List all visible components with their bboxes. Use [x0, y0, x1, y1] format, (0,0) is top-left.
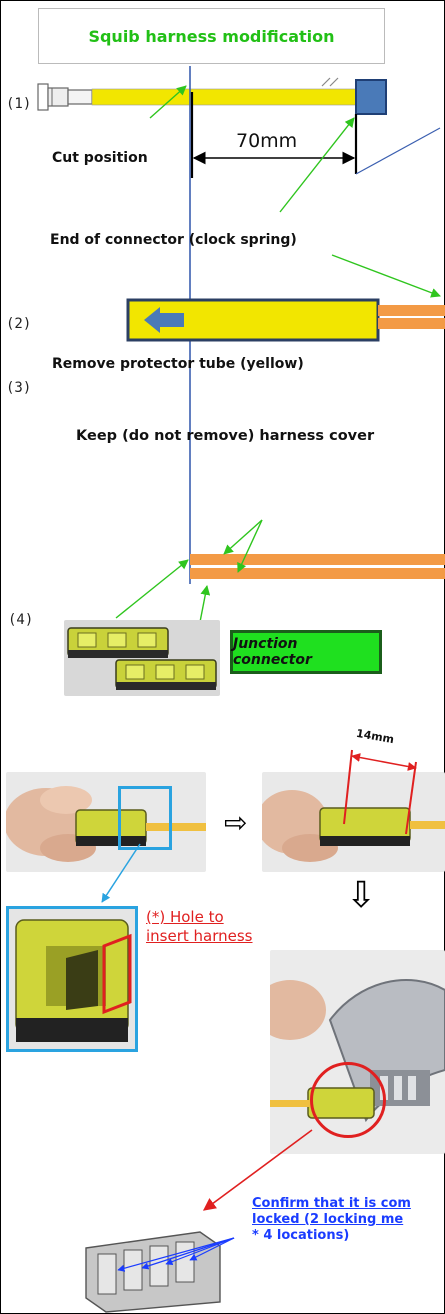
harness-cover-step3: [190, 554, 445, 565]
right-arrow-icon: ⇨: [224, 806, 248, 839]
junction-connector-photo: [64, 620, 220, 696]
zoom-connector-line: [101, 843, 141, 903]
keep-cover-label: Keep (do not remove) harness cover: [76, 428, 375, 444]
page-title: Squib harness modification: [38, 8, 385, 64]
harness-diagram: [37, 66, 445, 620]
dimension-70-label: 70mm: [236, 130, 298, 152]
hole-label-line1: (*) Hole to: [146, 908, 224, 926]
confirm-locked-line1: Confirm that it is com: [252, 1196, 411, 1211]
squib-connector-end: [37, 83, 93, 111]
junction-connector-label: Junction connector: [230, 630, 382, 674]
dimension-14-bracket: [343, 749, 417, 835]
hole-highlight-box: [118, 786, 172, 850]
crimp-highlight-circle: [310, 1062, 386, 1138]
insert-harness-photo: [6, 772, 206, 872]
confirm-locked-line3: * 4 locations): [252, 1228, 350, 1243]
step-1-label: (1): [6, 96, 32, 112]
step-4-label: (4): [8, 612, 34, 628]
step-2-label: (2): [6, 316, 32, 332]
hole-zoom-photo: [6, 906, 138, 1052]
red-pointer-arrow: [202, 1129, 313, 1211]
end-connector-label: End of connector (clock spring): [50, 232, 297, 248]
locking-mechanism-diagram: [85, 1231, 235, 1313]
remove-tube-label: Remove protector tube (yellow): [52, 356, 304, 372]
hole-label-line2: insert harness: [146, 927, 253, 945]
connector-measure-photo: [262, 772, 445, 872]
protector-tube-top: [91, 88, 359, 106]
remove-direction-arrow: [144, 307, 184, 333]
down-arrow-icon: ⇩: [346, 875, 377, 916]
cut-position-label: Cut position: [52, 150, 148, 166]
clock-spring-connector: [355, 79, 387, 115]
step-3-label: (3): [6, 380, 32, 396]
confirm-locked-line2: locked (2 locking me: [252, 1212, 404, 1227]
